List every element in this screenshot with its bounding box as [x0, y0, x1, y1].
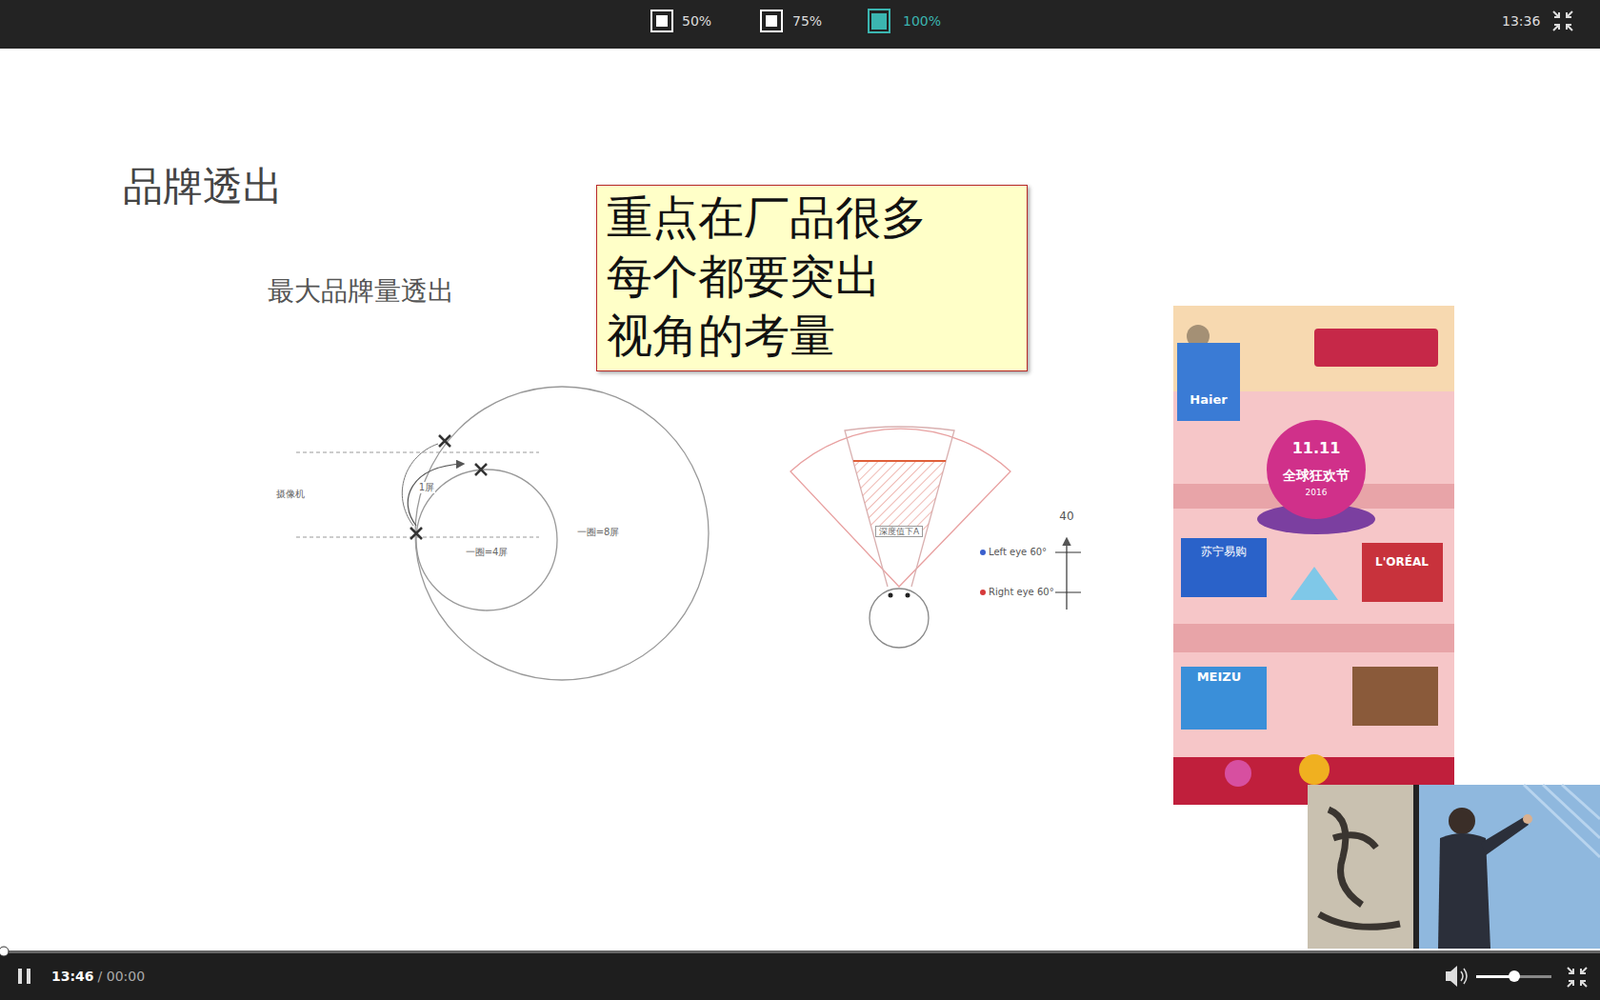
event-logo: 全球狂欢节	[1282, 467, 1350, 484]
player-bottom-bar-part	[1508, 970, 1520, 982]
field-of-view-diagram	[790, 426, 1081, 648]
player-bottom-bar-part	[1460, 968, 1467, 984]
field-of-view-diagram-part	[980, 549, 986, 556]
brand-logo: 苏宁易购	[1200, 544, 1247, 559]
player-bottom-bar-part	[26, 968, 31, 984]
phone-screenshot-part	[1180, 538, 1267, 598]
player-top-bar-part	[868, 9, 890, 33]
play-time: 13:46	[51, 968, 95, 985]
field-of-view-diagram-part	[888, 593, 894, 599]
phone-screenshot-part	[1266, 420, 1366, 520]
phone-screenshot-part	[1361, 542, 1443, 602]
player-bottom-bar-part	[1476, 975, 1515, 979]
viewing-circle-diagram	[296, 386, 709, 680]
zoom-option-active: 100%	[902, 13, 941, 30]
player-top-bar-part	[760, 10, 782, 32]
slide-title: 品牌透出	[122, 162, 283, 211]
player-top-bar-part	[0, 0, 1600, 49]
viewing-circle-diagram-part	[416, 469, 558, 611]
player-bottom-bar-part	[0, 950, 1600, 954]
player-top-bar-part	[651, 10, 673, 32]
zoom-option: 75%	[792, 13, 822, 30]
player-bottom-bar	[0, 946, 1600, 1000]
field-of-view-diagram-part	[853, 460, 946, 462]
speaker-video-part	[1419, 784, 1600, 949]
field-of-view-diagram-part	[1055, 552, 1081, 554]
diagram-label: 摄像机	[275, 488, 306, 500]
player-top-bar-part	[871, 13, 887, 30]
brand-logo: L'ORÉAL	[1375, 555, 1429, 569]
speaker-video-part	[1319, 809, 1400, 927]
field-of-view-diagram-part	[869, 588, 929, 648]
player-bottom-bar-part	[0, 953, 1600, 1000]
brand-logo: Haier	[1189, 392, 1227, 408]
speaker-video-part	[1480, 817, 1529, 856]
speaker-video-part	[1438, 833, 1491, 949]
field-of-view-diagram-part	[790, 428, 1011, 587]
viewing-circle-diagram-part	[410, 527, 422, 540]
viewing-circle-diagram-part	[296, 451, 540, 453]
legend-text: Right eye 60°	[988, 586, 1055, 599]
player-bottom-bar-part	[0, 946, 9, 957]
viewing-circle-diagram-part	[401, 443, 439, 526]
player-bottom-bar-part	[1567, 967, 1587, 987]
field-of-view-diagram-part	[905, 593, 911, 599]
phone-screenshot-part	[1352, 666, 1439, 726]
axis-value: 40	[1059, 509, 1074, 523]
callout-line: 视角的考量	[606, 305, 836, 365]
viewing-circle-diagram-part	[415, 386, 709, 680]
speaker-video-part	[1448, 807, 1476, 835]
diagram-label: 1屏	[418, 481, 436, 494]
speaker-video-part	[1413, 784, 1420, 949]
speaker-video	[1307, 784, 1600, 949]
player-bottom-bar-part	[18, 968, 22, 984]
player-top-bar-part	[656, 15, 668, 27]
player-bottom-bar-part	[1445, 965, 1458, 987]
viewing-circle-diagram-part	[475, 463, 487, 476]
player-top-bar	[0, 0, 1600, 49]
clock-time: 13:36	[1501, 13, 1540, 30]
duration: / 00:00	[98, 968, 146, 985]
field-of-view-diagram-part	[980, 589, 986, 596]
viewing-circle-diagram-part	[407, 463, 463, 526]
phone-screenshot-part	[1314, 328, 1439, 367]
zoom-option: 50%	[681, 13, 712, 30]
field-of-view-diagram-part	[853, 460, 946, 531]
player-top-bar-part	[1553, 11, 1573, 31]
callout-line: 每个都要突出	[606, 246, 881, 306]
player-top-bar-part	[765, 15, 778, 27]
phone-screenshot-part	[1180, 666, 1267, 730]
slide-subtitle: 最大品牌量透出	[267, 275, 455, 308]
field-of-view-diagram-part	[1065, 539, 1067, 610]
brand-logo: MEIZU	[1197, 669, 1242, 685]
diagram-label: 一圈=8屏	[576, 526, 621, 539]
phone-screenshot-part	[1290, 566, 1339, 600]
viewing-circle-diagram-part	[296, 536, 540, 538]
phone-screenshot-part	[1173, 623, 1455, 653]
event-logo: 11.11	[1292, 439, 1341, 458]
speaker-video-part	[1522, 814, 1533, 824]
legend-text: Left eye 60°	[988, 546, 1047, 559]
event-logo: 2016	[1305, 487, 1328, 499]
phone-screenshot-part	[1299, 754, 1330, 785]
phone-screenshot	[1173, 305, 1455, 805]
speaker-video-part	[1523, 784, 1600, 858]
phone-screenshot-part	[1177, 342, 1240, 421]
callout-note: 重点在厂品很多每个都要突出视角的考量	[596, 184, 1028, 372]
speaker-video-part	[1307, 784, 1418, 949]
diagram-label: 深度值下A	[875, 525, 923, 539]
viewing-circle-diagram-part	[439, 435, 451, 447]
phone-screenshot-part	[1224, 760, 1252, 787]
phone-screenshot-part	[1173, 305, 1455, 805]
diagram-label: 一圈=4屏	[464, 546, 510, 559]
callout-line: 重点在厂品很多	[606, 187, 927, 247]
field-of-view-diagram-part	[1055, 592, 1081, 594]
field-of-view-diagram-part	[844, 426, 955, 587]
